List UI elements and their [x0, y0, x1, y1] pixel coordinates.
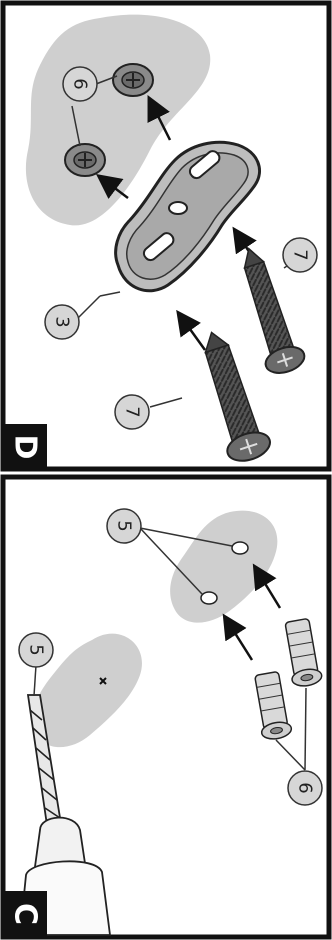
panel-d: 6 3 7 7 D	[0, 0, 332, 472]
svg-text:6: 6	[70, 78, 91, 89]
wall-anchor-left	[254, 671, 293, 740]
svg-text:6: 6	[295, 782, 316, 793]
svg-text:5: 5	[114, 520, 135, 531]
leader-line	[275, 739, 306, 771]
callout-part-3: 3	[44, 304, 80, 340]
svg-text:3: 3	[52, 316, 73, 327]
svg-text:D: D	[8, 435, 43, 460]
callout-part-6: 6	[62, 66, 98, 102]
drill-hole	[200, 591, 218, 605]
leader-line	[99, 291, 121, 297]
leader-line	[77, 295, 101, 319]
wall-plug-top	[112, 63, 154, 97]
wall-anchor-right	[284, 618, 323, 687]
leader-line	[71, 105, 81, 147]
panel-c: 5 5 6 C	[0, 474, 332, 940]
panel-letter-c: C	[3, 891, 47, 937]
leader-line	[95, 75, 118, 85]
callout-part-6-anchors: 6	[287, 770, 323, 806]
leader-line	[139, 527, 203, 595]
callout-part-5-drill: 5	[18, 632, 54, 668]
arrow	[147, 95, 172, 141]
svg-text:7: 7	[122, 406, 143, 417]
svg-text:C: C	[8, 903, 43, 925]
callout-part-7-lower: 7	[114, 394, 150, 430]
arrow	[252, 563, 282, 609]
panel-letter-d: D	[3, 424, 47, 469]
arrow	[176, 309, 207, 351]
svg-text:7: 7	[290, 249, 311, 260]
drill-hole	[231, 541, 249, 555]
leader-line	[304, 687, 307, 771]
callout-part-5-holes: 5	[106, 508, 142, 544]
svg-text:5: 5	[26, 644, 47, 655]
leader-line	[139, 527, 233, 547]
leader-line	[149, 397, 183, 408]
callout-part-7-upper: 7	[282, 237, 318, 273]
arrow	[222, 613, 254, 661]
wall-patch-marked	[32, 633, 142, 748]
wall-plug-bottom	[64, 143, 106, 177]
screw-lower	[204, 331, 271, 462]
pencil-mark	[99, 677, 107, 685]
screw-upper	[243, 247, 306, 374]
arrow	[96, 174, 129, 199]
mounting-bracket	[114, 140, 261, 293]
leader-line	[33, 664, 37, 697]
